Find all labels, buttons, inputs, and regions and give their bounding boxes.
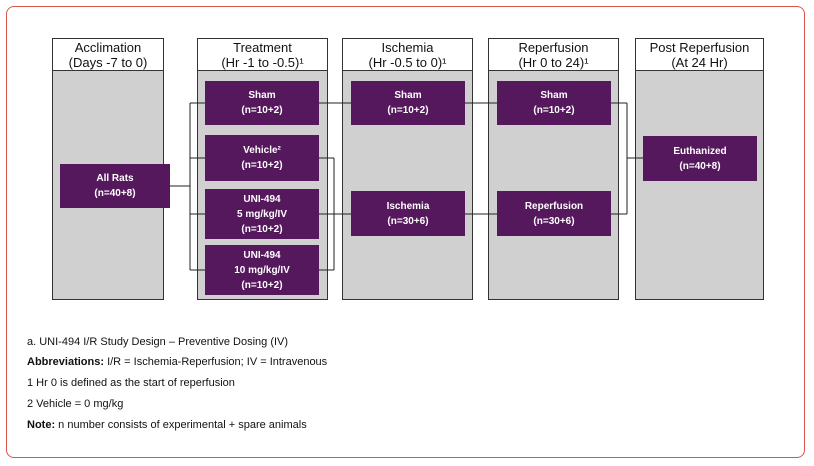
column-title: Acclimation — [74, 40, 142, 55]
ischemia-sham-box: Sham (n=10+2) — [351, 81, 465, 125]
abbreviations-note: Abbreviations: I/R = Ischemia-Reperfusio… — [27, 356, 327, 368]
column-subtitle: (Hr -1 to -0.5)¹ — [221, 55, 304, 70]
column-title: Post Reperfusion — [649, 40, 750, 55]
treatment-uni494-10mg-box: UNI-494 10 mg/kg/IV (n=10+2) — [205, 245, 319, 295]
euthanized-box: Euthanized (n=40+8) — [643, 136, 757, 181]
column-header: Reperfusion (Hr 0 to 24)¹ — [489, 39, 618, 71]
column-title: Treatment — [233, 40, 292, 55]
all-rats-box: All Rats (n=40+8) — [60, 164, 170, 208]
spare-animals-note: Note: n number consists of experimental … — [27, 419, 307, 431]
column-header: Ischemia (Hr -0.5 to 0)¹ — [343, 39, 472, 71]
reperfusion-group-box: Reperfusion (n=30+6) — [497, 191, 611, 236]
note-text: n number consists of experimental + spar… — [55, 419, 307, 431]
column-subtitle: (At 24 Hr) — [671, 55, 728, 70]
column-ischemia: Ischemia (Hr -0.5 to 0)¹ — [342, 38, 473, 300]
column-reperfusion: Reperfusion (Hr 0 to 24)¹ — [488, 38, 619, 300]
column-header: Post Reperfusion (At 24 Hr) — [636, 39, 763, 71]
column-title: Reperfusion — [518, 40, 589, 55]
figure-frame — [6, 6, 805, 458]
treatment-sham-box: Sham (n=10+2) — [205, 81, 319, 125]
figure-caption: a. UNI-494 I/R Study Design – Preventive… — [27, 336, 289, 348]
footnote-1: 1 Hr 0 is defined as the start of reperf… — [27, 377, 235, 389]
reperfusion-sham-box: Sham (n=10+2) — [497, 81, 611, 125]
treatment-uni494-5mg-box: UNI-494 5 mg/kg/IV (n=10+2) — [205, 189, 319, 239]
column-subtitle: (Hr -0.5 to 0)¹ — [368, 55, 447, 70]
column-header: Treatment (Hr -1 to -0.5)¹ — [198, 39, 327, 71]
abbreviations-text: I/R = Ischemia-Reperfusion; IV = Intrave… — [104, 356, 328, 368]
column-title: Ischemia — [381, 40, 434, 55]
column-subtitle: (Days -7 to 0) — [68, 55, 148, 70]
treatment-vehicle-box: Vehicle² (n=10+2) — [205, 135, 319, 181]
column-header: Acclimation (Days -7 to 0) — [53, 39, 163, 71]
abbreviations-label: Abbreviations: — [27, 356, 105, 368]
footnote-2: 2 Vehicle = 0 mg/kg — [27, 398, 124, 410]
ischemia-group-box: Ischemia (n=30+6) — [351, 191, 465, 236]
column-subtitle: (Hr 0 to 24)¹ — [518, 55, 589, 70]
note-label: Note: — [27, 419, 56, 431]
